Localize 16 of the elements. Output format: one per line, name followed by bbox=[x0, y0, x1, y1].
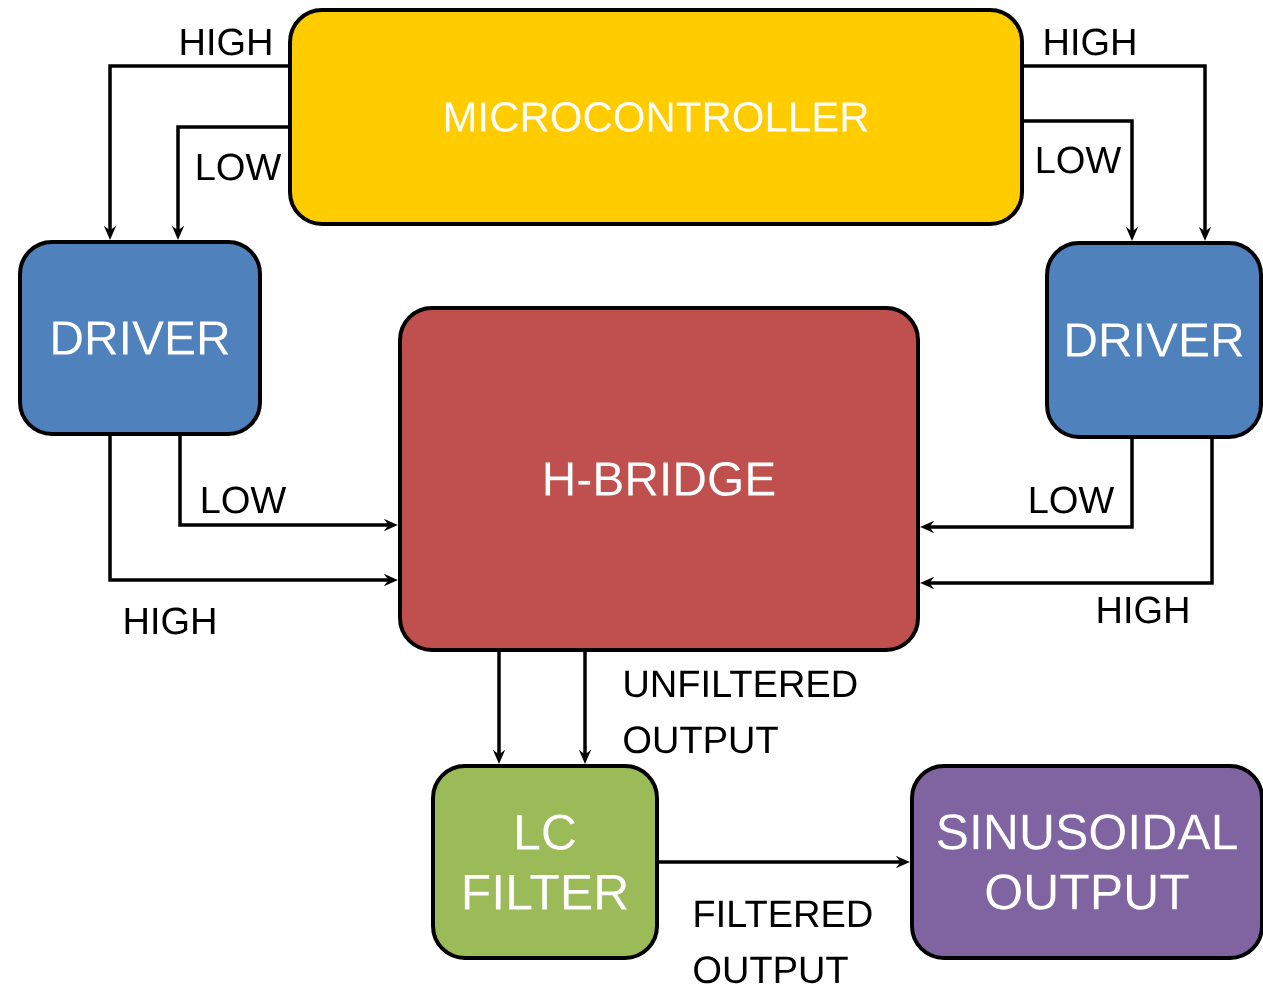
edge-label: FILTERED OUTPUT bbox=[694, 900, 872, 984]
edge-label: HIGH bbox=[181, 28, 271, 56]
process-box: LC FILTER bbox=[431, 764, 659, 960]
edge-label: LOW bbox=[202, 486, 287, 514]
process-box: DRIVER bbox=[1045, 241, 1263, 439]
process-box: MICROCONTROLLER bbox=[288, 8, 1024, 226]
edge-label: HIGH bbox=[1045, 28, 1135, 56]
edge-label: HIGH bbox=[125, 607, 215, 635]
process-box: SINUSOIDAL OUTPUT bbox=[910, 764, 1263, 960]
edge-label: LOW bbox=[1037, 146, 1122, 174]
edge-label: HIGH bbox=[1098, 596, 1188, 624]
edge-label: UNFILTERED OUTPUT bbox=[624, 670, 857, 754]
process-box: H-BRIDGE bbox=[398, 306, 920, 652]
edge-label: LOW bbox=[1030, 486, 1115, 514]
edge-label: LOW bbox=[197, 153, 282, 181]
process-box: DRIVER bbox=[18, 240, 262, 436]
